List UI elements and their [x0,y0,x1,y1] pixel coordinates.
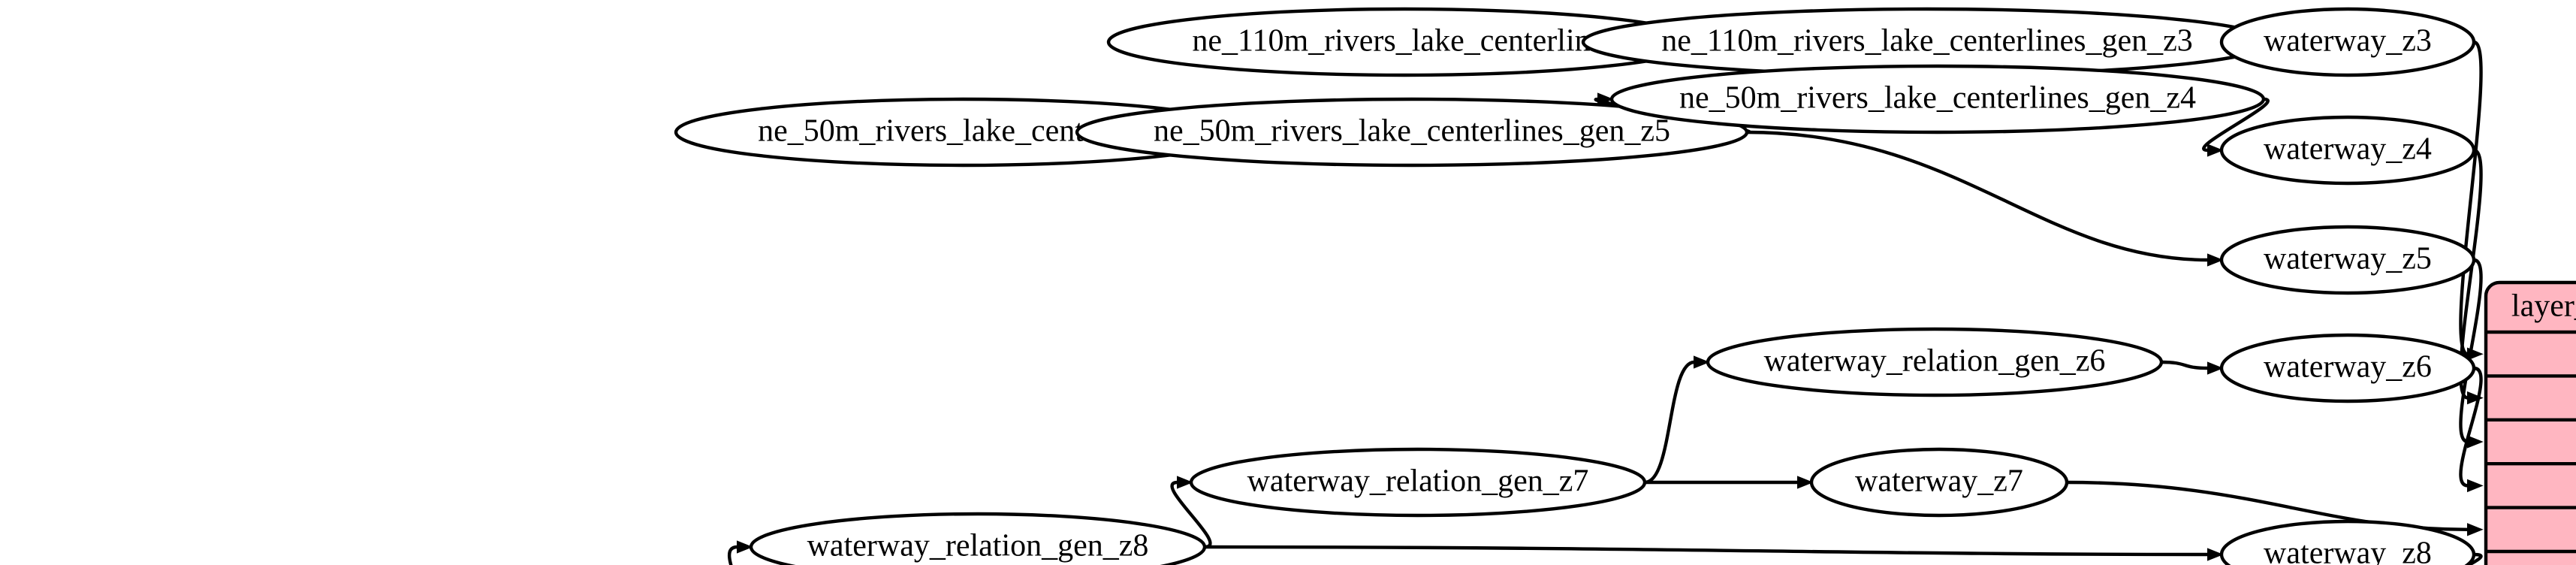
node-waterway_z8[interactable]: waterway_z8 [2219,519,2476,565]
node-label: ne_110m_rivers_lake_centerlines [1192,24,1616,59]
node-shape [2219,7,2476,77]
node-shape [1706,327,2164,397]
node-label: waterway_z8 [2264,536,2432,565]
node-waterway_z6[interactable]: waterway_z6 [2219,333,2476,403]
node-waterway_relation_gen_z7[interactable]: waterway_relation_gen_z7 [1189,447,1647,518]
node-waterway_relation_gen_z6[interactable]: waterway_relation_gen_z6 [1706,327,2164,397]
table-body [2484,280,2576,565]
table-title: layer_waterway [2511,289,2576,324]
node-shape [1075,97,1749,168]
node-waterway_z4[interactable]: waterway_z4 [2219,115,2476,186]
node-label: waterway_relation_gen_z6 [1764,344,2106,379]
nodes-layer: imposm3osm_waterway_relationosm_waterway… [674,7,2476,565]
layer-waterway-table: layer_waterwayz3z4z5z6z7z8z9z10z11z12z13… [2484,280,2576,565]
node-shape [1609,64,2266,134]
layer-waterway-card[interactable]: layer_waterwayz3z4z5z6z7z8z9z10z11z12z13… [2484,280,2576,565]
node-shape [2219,333,2476,403]
node-label: ne_50m_rivers_lake_centerlines_gen_z4 [1679,81,2196,116]
node-ne_50m_rivers_lake_centerlines_gen_z5[interactable]: ne_50m_rivers_lake_centerlines_gen_z5 [1075,97,1749,168]
node-label: waterway_relation_gen_z7 [1247,464,1589,499]
node-shape [749,512,1207,565]
node-label: waterway_z3 [2264,24,2432,59]
node-shape [1809,447,2069,518]
node-label: waterway_z5 [2264,242,2432,276]
node-label: waterway_relation_gen_z8 [807,529,1149,563]
node-waterway_z3[interactable]: waterway_z3 [2219,7,2476,77]
node-shape [2219,225,2476,295]
node-waterway_z5[interactable]: waterway_z5 [2219,225,2476,295]
node-label: ne_110m_rivers_lake_centerlines_gen_z3 [1661,24,2193,59]
node-label: ne_50m_rivers_lake_centerlines_gen_z5 [1154,114,1670,149]
node-waterway_relation_gen_z8[interactable]: waterway_relation_gen_z8 [749,512,1207,565]
node-shape [2219,115,2476,186]
node-label: waterway_z7 [1855,464,2023,499]
node-waterway_z7[interactable]: waterway_z7 [1809,447,2069,518]
node-shape [1189,447,1647,518]
node-label: waterway_z4 [2264,132,2432,167]
node-label: waterway_z6 [2264,350,2432,385]
node-ne_50m_rivers_lake_centerlines_gen_z4[interactable]: ne_50m_rivers_lake_centerlines_gen_z4 [1609,64,2266,134]
node-ne_50m_rivers_lake_centerlines[interactable]: ne_50m_rivers_lake_centerlines [674,97,1252,168]
node-shape [2219,519,2476,565]
